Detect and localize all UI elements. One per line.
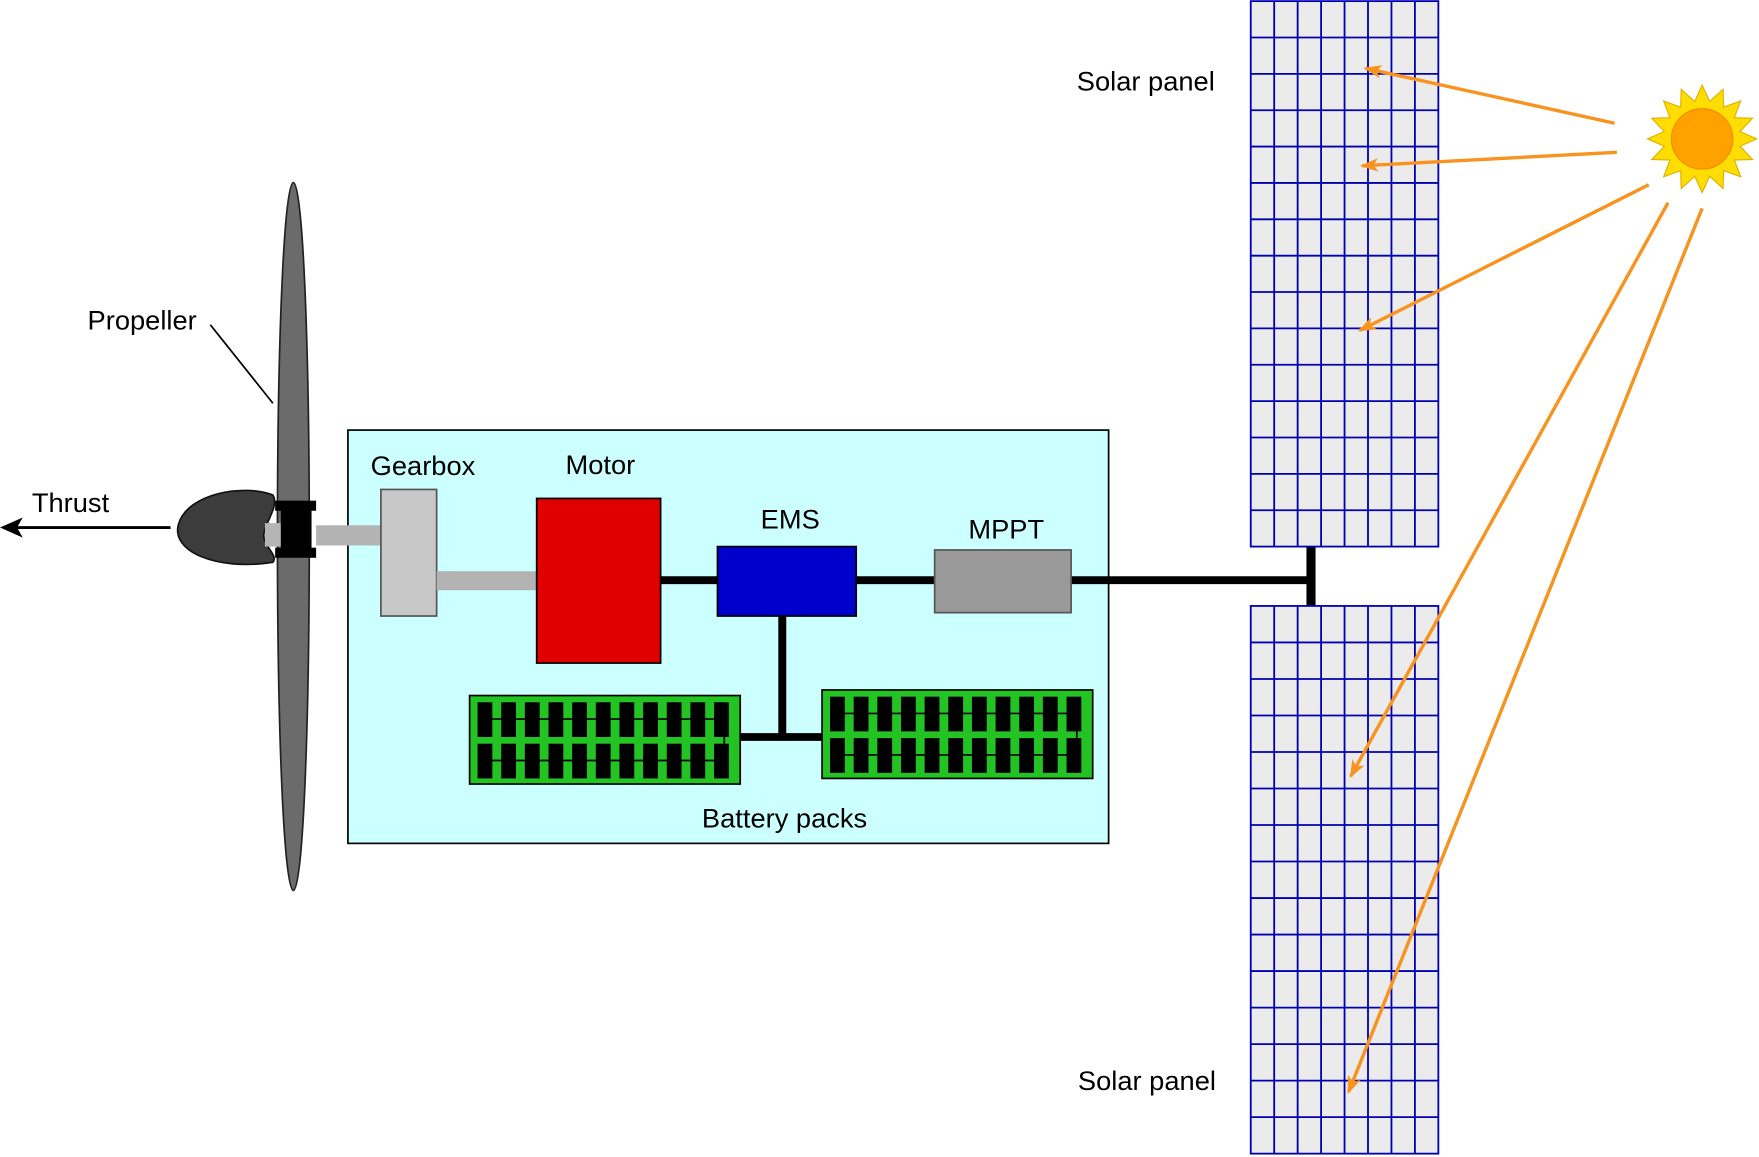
battery-cell <box>643 743 658 779</box>
light-ray-arrow <box>1359 150 1617 172</box>
spinner-stub <box>264 523 281 547</box>
solar-panel-top-grid <box>1250 1 1439 547</box>
battery-cell <box>643 702 658 737</box>
sun-icon <box>1646 83 1759 195</box>
battery-cell <box>548 743 564 779</box>
battery-cell <box>572 743 587 779</box>
hub-bottom-plate <box>275 547 317 558</box>
battery-pack-right-cells <box>830 696 1082 773</box>
battery-cell <box>995 738 1011 773</box>
thrust-arrow <box>0 517 171 538</box>
battery-cell <box>948 738 964 773</box>
battery-cell <box>501 702 516 737</box>
battery-cell <box>501 743 516 779</box>
battery-packs-label: Battery packs <box>702 803 867 834</box>
mppt-label: MPPT <box>968 514 1044 545</box>
propeller-label: Propeller <box>88 304 197 335</box>
gearbox-block <box>380 488 438 617</box>
battery-cell <box>1042 696 1058 732</box>
battery-cell <box>714 702 729 737</box>
light-ray-arrow <box>1363 65 1615 125</box>
battery-cell <box>1042 738 1058 773</box>
thrust-label: Thrust <box>32 487 110 518</box>
gearbox-label: Gearbox <box>371 450 476 481</box>
battery-cell <box>477 743 493 779</box>
battery-cell <box>690 702 706 737</box>
motor-label: Motor <box>565 449 635 480</box>
battery-cell <box>1066 738 1082 773</box>
ems-block <box>716 545 858 617</box>
battery-cell <box>971 696 987 732</box>
battery-cell <box>595 702 611 737</box>
solar-panel-top-label: Solar panel <box>1077 66 1215 97</box>
ems-label: EMS <box>761 504 820 535</box>
battery-cell <box>853 696 869 732</box>
battery-cell <box>595 743 611 779</box>
sun-core <box>1670 108 1734 170</box>
hub-top-plate <box>275 500 317 511</box>
battery-cell <box>714 743 729 779</box>
battery-cell <box>1019 738 1035 773</box>
battery-cell <box>877 738 893 773</box>
hub-body <box>280 509 312 549</box>
light-rays <box>1346 65 1704 1095</box>
mppt-block <box>933 549 1072 614</box>
power-lines <box>660 546 1316 741</box>
battery-cell <box>619 702 635 737</box>
motor-block <box>535 497 662 664</box>
propeller-leader-line <box>209 324 274 404</box>
battery-cell <box>666 702 682 737</box>
battery-cell <box>900 738 916 773</box>
battery-cell <box>995 696 1011 732</box>
battery-cell <box>666 743 682 779</box>
battery-cell <box>1019 696 1035 732</box>
motor-shaft <box>436 571 538 591</box>
battery-cell <box>877 696 893 732</box>
propeller-shaft <box>316 525 383 546</box>
propeller-hub <box>275 500 317 558</box>
battery-cell <box>524 743 540 779</box>
battery-cell <box>1066 696 1082 732</box>
solar-panel-bottom-grid <box>1250 605 1439 1154</box>
light-ray-arrow <box>1357 183 1650 332</box>
battery-cell <box>619 743 635 779</box>
battery-cell <box>548 702 564 737</box>
battery-cell <box>924 696 940 732</box>
battery-pack-left-cells <box>477 702 729 779</box>
battery-cell <box>477 702 493 737</box>
light-ray-arrow <box>1349 201 1670 779</box>
battery-cell <box>572 702 587 737</box>
solar-panel-bottom-label: Solar panel <box>1078 1065 1216 1096</box>
battery-cell <box>830 738 845 773</box>
light-ray-arrow <box>1346 207 1704 1095</box>
battery-cell <box>830 696 845 732</box>
battery-cell <box>900 696 916 732</box>
battery-cell <box>690 743 706 779</box>
battery-cell <box>853 738 869 773</box>
battery-cell <box>971 738 987 773</box>
battery-cell <box>524 702 540 737</box>
battery-cell <box>948 696 964 732</box>
battery-cell <box>924 738 940 773</box>
propeller-spinner <box>176 489 276 566</box>
thrust-arrow-head <box>0 517 23 538</box>
